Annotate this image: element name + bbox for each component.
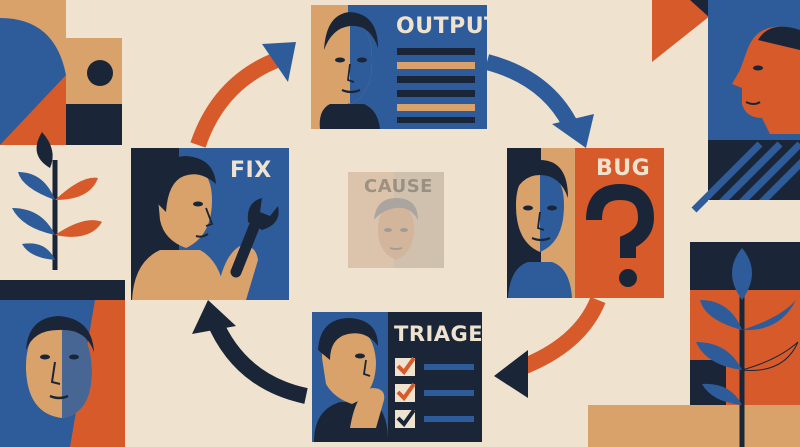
lines-icon [397,48,475,123]
output-label: OUTPUT [396,14,500,39]
arrow-bug-to-triage [494,296,606,398]
triage-label: TRIAGE [394,322,484,346]
cause-label: CAUSE [364,176,433,197]
wrench-icon [230,198,279,278]
corner-top-right-face [652,0,800,220]
corner-left-plant [12,132,102,270]
corner-bottom-right-plant [588,242,800,447]
face-icon [374,198,418,260]
card-output [311,5,487,129]
card-fix [131,148,289,300]
arrow-fix-to-output [190,42,296,148]
question-mark-icon [586,183,655,287]
corner-bottom-left-face [0,280,125,447]
fix-label: FIX [230,158,272,183]
card-cause [348,172,444,268]
checkbox-list-icon [395,356,474,428]
arrow-output-to-bug [484,54,594,148]
corner-top-left-shapes [0,0,122,145]
arrow-triage-to-fix [192,300,308,404]
bug-label: BUG [596,156,651,181]
card-bug [507,148,664,298]
card-triage [312,312,482,442]
